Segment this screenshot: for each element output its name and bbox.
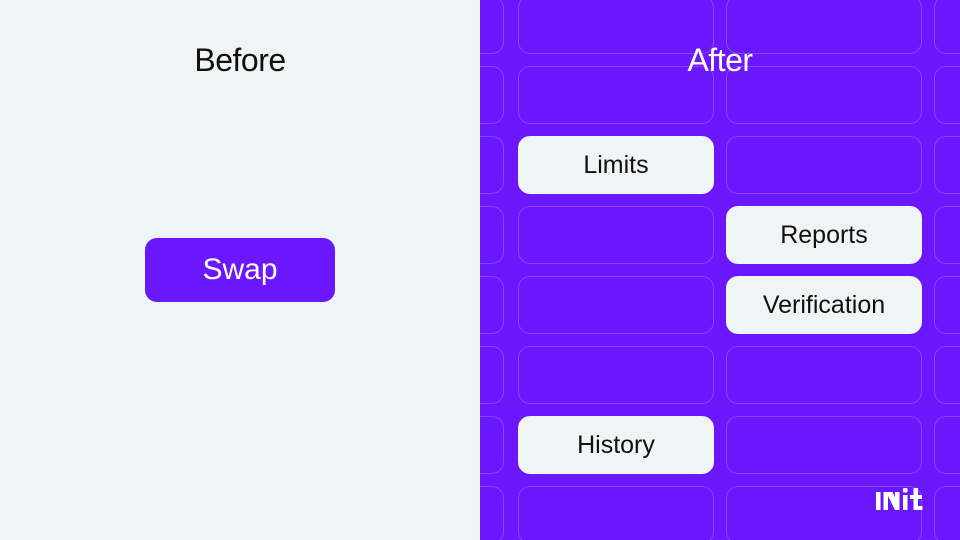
grid-cell (518, 346, 714, 404)
grid-cell (726, 136, 922, 194)
grid-cell (480, 416, 504, 474)
grid-cell (726, 0, 922, 54)
grid-cell (518, 206, 714, 264)
verification-button[interactable]: Verification (726, 276, 922, 334)
grid-cell (726, 66, 922, 124)
grid-cell (480, 346, 504, 404)
background-grid (480, 0, 960, 540)
grid-cell (480, 136, 504, 194)
grid-cell (934, 206, 960, 264)
grid-cell (934, 66, 960, 124)
after-panel: After Limits Reports Verification Histor… (480, 0, 960, 540)
limits-button[interactable]: Limits (518, 136, 714, 194)
grid-cell (480, 0, 504, 54)
before-heading: Before (194, 42, 286, 78)
grid-cell (518, 276, 714, 334)
grid-cell (480, 276, 504, 334)
grid-cell (726, 416, 922, 474)
grid-cell (934, 346, 960, 404)
grid-cell (480, 66, 504, 124)
before-panel: Before Swap (0, 0, 480, 540)
grid-cell (518, 486, 714, 540)
history-button[interactable]: History (518, 416, 714, 474)
grid-cell (934, 486, 960, 540)
grid-cell (480, 486, 504, 540)
init-logo-icon (876, 488, 923, 510)
grid-cell (934, 0, 960, 54)
grid-cell (518, 0, 714, 54)
grid-cell (726, 346, 922, 404)
grid-cell (934, 416, 960, 474)
grid-cell (518, 66, 714, 124)
swap-button[interactable]: Swap (145, 238, 335, 302)
grid-cell (934, 276, 960, 334)
reports-button[interactable]: Reports (726, 206, 922, 264)
after-heading: After (687, 42, 753, 78)
grid-cell (934, 136, 960, 194)
grid-cell (726, 486, 922, 540)
grid-cell (480, 206, 504, 264)
